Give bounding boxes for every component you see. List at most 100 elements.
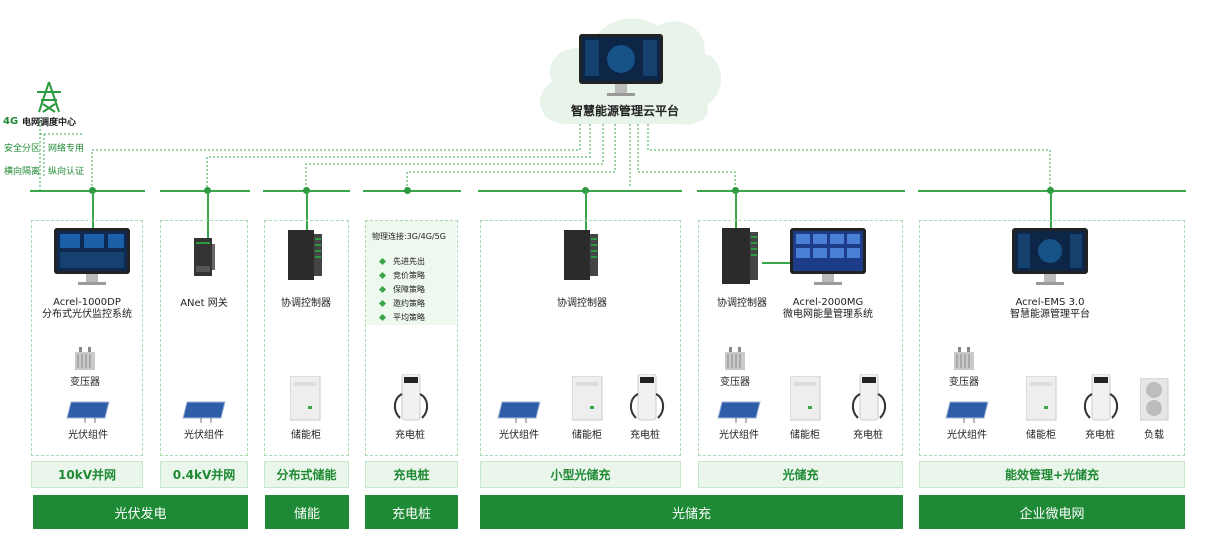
charging-pile-icon <box>630 374 664 421</box>
transformer-label: 变压器 <box>949 377 979 388</box>
drop-line <box>207 191 209 239</box>
tag-10kv: 10kV并网 <box>31 461 143 488</box>
charging-pile-icon <box>394 374 428 421</box>
4g-badge: 4G <box>3 116 19 127</box>
strategy-box: 物理连接:3G/4G/5G 先进先出 竞价策略 保障策略 邀约策略 平均策略 <box>366 221 456 325</box>
strategy-item: 平均策略 <box>378 311 425 325</box>
panel-gw <box>160 220 248 456</box>
pv-label: 光伏组件 <box>719 430 759 441</box>
pv-label: 光伏组件 <box>499 430 539 441</box>
system-acrel-ems-name: 智慧能源管理平台 <box>1010 309 1090 320</box>
controller-icon <box>564 230 598 280</box>
load-label: 负载 <box>1144 430 1164 441</box>
label-horizontal-isolation: 横向隔离 <box>4 167 41 177</box>
panel-storage <box>264 220 349 456</box>
tower-icon <box>37 81 61 113</box>
controller-label: 协调控制器 <box>281 298 331 309</box>
connection-type: 物理连接:3G/4G/5G <box>372 232 446 241</box>
category-charger: 充电桩 <box>365 495 458 529</box>
controller-icon <box>722 228 758 284</box>
gateway-device-icon <box>194 238 215 276</box>
tag-distributed-storage: 分布式储能 <box>264 461 349 488</box>
storage-cabinet-label: 储能柜 <box>572 430 602 441</box>
strategy-item: 先进先出 <box>378 255 425 269</box>
label-security-zone: 安全分区 <box>4 144 41 154</box>
pv-label: 光伏组件 <box>68 430 108 441</box>
storage-cabinet-icon <box>572 376 603 421</box>
strategy-item: 邀约策略 <box>378 297 425 311</box>
tag-ems: 能效管理+光储充 <box>919 461 1185 488</box>
bus-node <box>404 187 411 194</box>
system-acrel-2000mg: Acrel-2000MG <box>792 297 864 308</box>
controller-icon <box>288 230 322 280</box>
storage-cabinet-icon <box>290 376 321 421</box>
drop-line <box>585 191 587 231</box>
transformer-icon <box>954 347 974 370</box>
charging-pile-label: 充电桩 <box>1085 430 1115 441</box>
storage-cabinet-icon <box>790 376 821 421</box>
bus-node <box>89 187 96 194</box>
storage-cabinet-label: 储能柜 <box>790 430 820 441</box>
tag-charger: 充电桩 <box>365 461 458 488</box>
tag-small-pv-storage: 小型光储充 <box>480 461 681 488</box>
transformer-icon <box>725 347 745 370</box>
controller-label: 协调控制器 <box>557 298 607 309</box>
charging-pile-icon <box>1084 374 1118 421</box>
pv-panel-icon <box>66 401 110 423</box>
tag-04kv: 0.4kV并网 <box>160 461 248 488</box>
panel-charger <box>365 220 458 456</box>
panel-small <box>480 220 681 456</box>
bus-1 <box>30 190 145 192</box>
label-dedicated-network: 网络专用 <box>48 144 85 154</box>
drop-line <box>735 191 737 231</box>
charging-pile-label: 充电桩 <box>630 430 660 441</box>
cloud-title: 智慧能源管理云平台 <box>570 104 679 118</box>
bus-6 <box>697 190 905 192</box>
grid-title: 电网调度中心 <box>22 118 77 128</box>
pv-panel-icon <box>497 401 541 423</box>
panel-pv <box>31 220 143 456</box>
charging-pile-label: 充电桩 <box>395 430 425 441</box>
bus-node <box>303 187 310 194</box>
pv-panel-icon <box>717 401 761 423</box>
bus-4 <box>363 190 461 192</box>
system-acrel-1000dp-name: 分布式光伏监控系统 <box>42 309 132 320</box>
bus-node <box>204 187 211 194</box>
monitor-acrel-2000mg <box>790 228 866 294</box>
link-controller-system <box>762 262 790 264</box>
storage-cabinet-icon <box>1026 376 1057 421</box>
monitor-acrel-1000dp <box>54 228 130 294</box>
monitor-acrel-ems <box>1012 228 1088 294</box>
bus-node <box>1047 187 1054 194</box>
drop-line <box>1050 191 1052 229</box>
charging-pile-icon <box>852 374 886 421</box>
tag-pv-storage: 光储充 <box>698 461 903 488</box>
cloud-monitor <box>579 34 663 104</box>
strategy-item: 保障策略 <box>378 283 425 297</box>
storage-cabinet-label: 储能柜 <box>1026 430 1056 441</box>
pv-label: 光伏组件 <box>184 430 224 441</box>
system-acrel-1000dp: Acrel-1000DP <box>53 297 121 308</box>
gateway-label: ANet 网关 <box>180 298 228 309</box>
label-vertical-auth: 纵向认证 <box>48 167 85 177</box>
controller-label: 协调控制器 <box>717 298 767 309</box>
pv-panel-icon <box>182 401 226 423</box>
transformer-label: 变压器 <box>720 377 750 388</box>
bus-5 <box>478 190 682 192</box>
panel-micro <box>698 220 903 456</box>
drop-line <box>306 191 308 231</box>
storage-cabinet-label: 储能柜 <box>291 430 321 441</box>
category-enterprise-microgrid: 企业微电网 <box>919 495 1185 529</box>
panel-ems <box>919 220 1185 456</box>
category-pv-generation: 光伏发电 <box>33 495 248 529</box>
charging-pile-label: 充电桩 <box>853 430 883 441</box>
strategy-item: 竞价策略 <box>378 269 425 283</box>
category-storage: 储能 <box>265 495 349 529</box>
bus-node <box>582 187 589 194</box>
bus-node <box>732 187 739 194</box>
system-acrel-ems: Acrel-EMS 3.0 <box>1015 297 1085 308</box>
drop-line <box>92 191 94 229</box>
transformer-label: 变压器 <box>70 377 100 388</box>
pv-panel-icon <box>945 401 989 423</box>
